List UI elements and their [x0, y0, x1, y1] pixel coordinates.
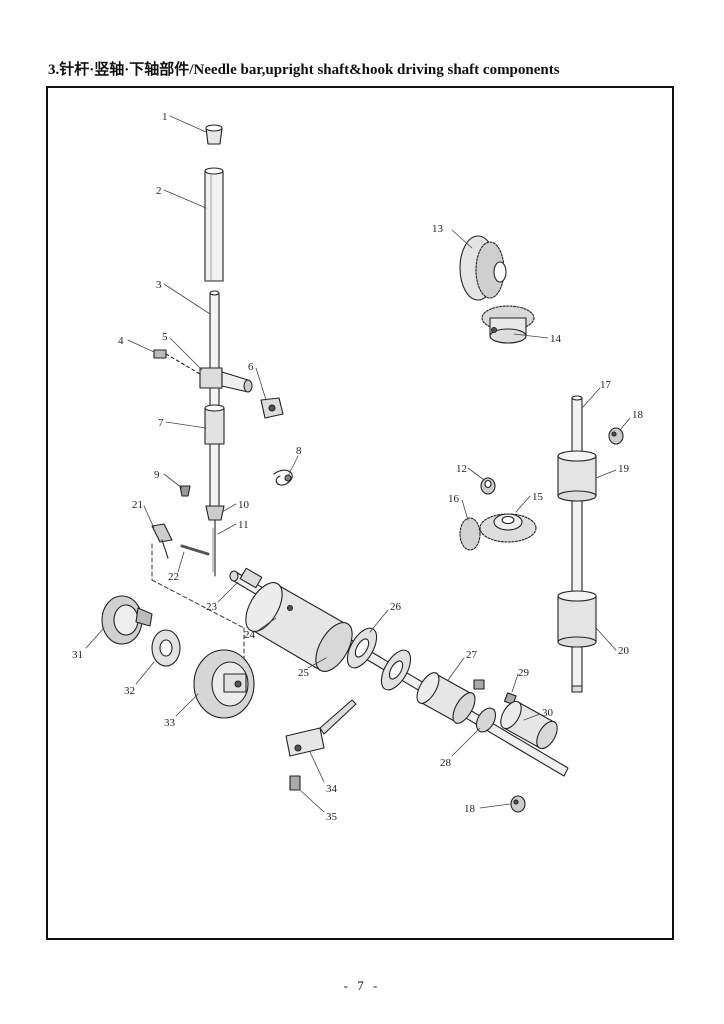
callout-27: 27 [466, 649, 478, 661]
callout-17: 17 [600, 379, 612, 391]
part-7-collar [204, 404, 225, 445]
callout-14: 14 [550, 333, 562, 345]
part-20-bushing [557, 590, 597, 648]
callout-12: 12 [456, 463, 467, 475]
part-11-needle [212, 519, 216, 577]
callout-13: 13 [432, 223, 444, 235]
part-32-bobbin [151, 629, 181, 667]
exploded-parts-diagram: 1 2 3 4 5 6 7 8 9 10 11 12 13 14 15 16 1… [72, 111, 644, 823]
callout-labels: 1 2 3 4 5 6 7 8 9 10 11 12 13 14 15 16 1… [72, 111, 644, 823]
part-31-bobbin-case [101, 595, 153, 645]
callout-19: 19 [618, 463, 630, 475]
callout-24: 24 [244, 629, 256, 641]
part-13-bevel-gear [459, 235, 507, 301]
section-title: 3.针杆·竖轴·下轴部件/Needle bar,upright shaft&ho… [48, 62, 560, 78]
part-4-screw [153, 349, 201, 375]
callout-30: 30 [542, 707, 554, 719]
part-18-collar-upper [608, 427, 624, 445]
callout-4: 4 [118, 335, 124, 347]
callout-3: 3 [156, 279, 162, 291]
part-35-screw [289, 775, 301, 791]
callout-16: 16 [448, 493, 460, 505]
part-14-bevel-gear [481, 305, 535, 344]
part-5-clamp [199, 367, 253, 393]
part-9-screw [179, 485, 191, 497]
part-16-gear [459, 517, 481, 551]
callout-21: 21 [132, 499, 143, 511]
part-27-bushing [416, 672, 476, 724]
part-1-bushing [205, 124, 223, 145]
part-17-upright-shaft [571, 395, 583, 693]
callout-34: 34 [326, 783, 338, 795]
part-28-collar [475, 707, 497, 733]
callout-6: 6 [248, 361, 254, 373]
callout-8: 8 [296, 445, 302, 457]
part-18-collar-lower [510, 795, 526, 813]
part-26b-bearing [380, 649, 412, 691]
callout-28: 28 [440, 757, 452, 769]
part-3-needle-bar [209, 290, 220, 509]
part-30-bushing [500, 700, 558, 750]
part-34-bracket [285, 699, 357, 757]
part-6-slide-block [260, 397, 284, 419]
leader-lines [85, 115, 631, 813]
callout-20: 20 [618, 645, 630, 657]
callout-32: 32 [124, 685, 135, 697]
callout-7: 7 [158, 417, 164, 429]
part-29-screw [473, 679, 517, 705]
callout-11: 11 [238, 519, 249, 531]
callout-35: 35 [326, 811, 338, 823]
callout-15: 15 [532, 491, 544, 503]
callout-23: 23 [206, 601, 218, 613]
callout-33: 33 [164, 717, 176, 729]
part-2-tube [204, 167, 224, 282]
callout-22: 22 [168, 571, 179, 583]
part-33-rotary-hook [193, 649, 255, 719]
part-15-gear [479, 513, 537, 543]
callout-25: 25 [298, 667, 310, 679]
callout-2: 2 [156, 185, 162, 197]
callout-18-upper: 18 [632, 409, 644, 421]
callout-29: 29 [518, 667, 530, 679]
callout-5: 5 [162, 331, 168, 343]
part-19-bushing [557, 450, 597, 502]
part-10-needle-clamp [205, 505, 225, 521]
page-number: - 7 - [343, 978, 381, 993]
callout-10: 10 [238, 499, 250, 511]
callout-31: 31 [72, 649, 83, 661]
callout-9: 9 [154, 469, 160, 481]
part-8-thread-guide [273, 469, 293, 486]
part-22-pin [180, 544, 210, 556]
callout-1: 1 [162, 111, 168, 123]
part-12-collar [480, 477, 496, 495]
part-25-bushing [245, 582, 353, 672]
part-21-pin [151, 523, 173, 559]
diagram-frame: 1 2 3 4 5 6 7 8 9 10 11 12 13 14 15 16 1… [46, 86, 674, 940]
callout-26: 26 [390, 601, 402, 613]
callout-18-lower: 18 [464, 803, 476, 815]
